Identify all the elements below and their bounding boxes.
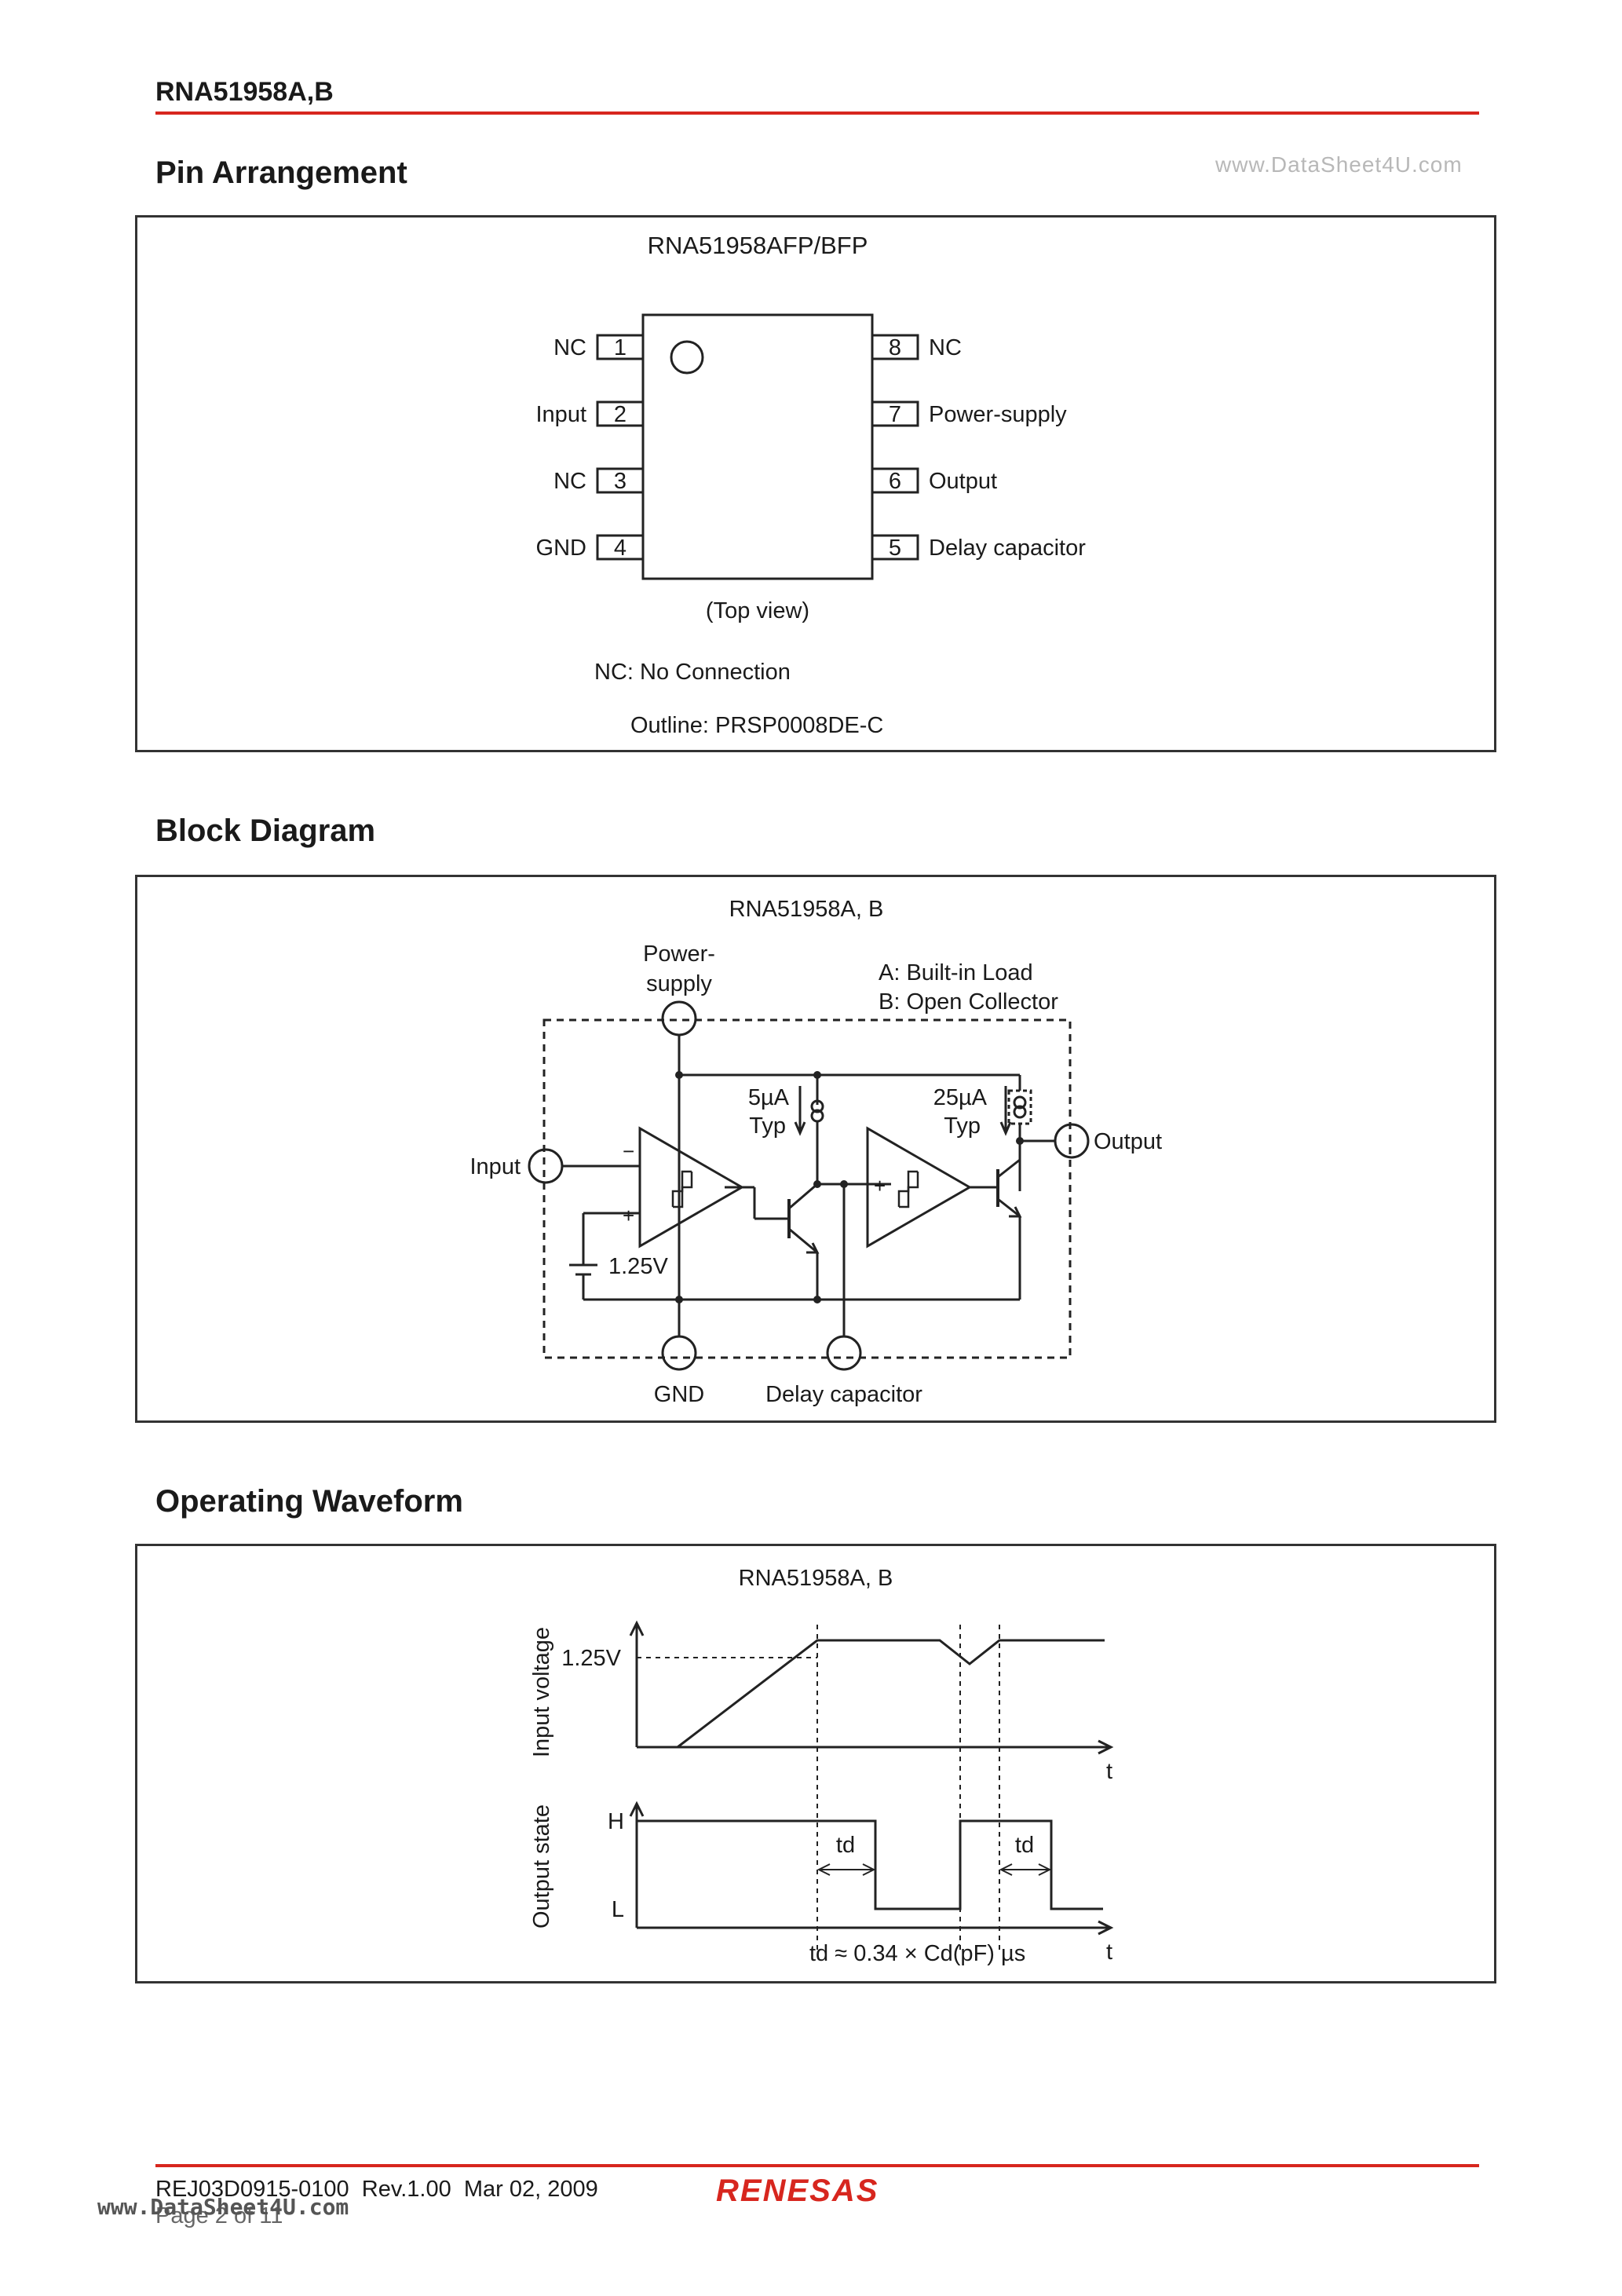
comparator-2-plus: + (874, 1174, 886, 1197)
svg-text:NC: NC (553, 335, 586, 360)
footer-watermark: www.DataSheet4U.com (97, 2194, 349, 2220)
waveform-diagram: RNA51958A, B (529, 1566, 1114, 1966)
svg-text:NC: NC (929, 335, 962, 360)
top-view-note: (Top view) (706, 598, 809, 623)
comparator-1-plus: + (623, 1204, 634, 1227)
output-time-label: t (1106, 1940, 1112, 1965)
comparator-1 (638, 1126, 745, 1249)
input-label: Input (470, 1154, 521, 1179)
nc-note: NC: No Connection (594, 660, 791, 685)
pin1-marker (670, 340, 704, 375)
block-diagram-title: RNA51958A, B (729, 897, 884, 922)
cs2-value: 25µA (933, 1085, 988, 1110)
svg-text:Delay capacitor: Delay capacitor (929, 536, 1086, 561)
delay-formula: td ≈ 0.34 × Cd(pF) µs (809, 1941, 1025, 1966)
delay-capacitor-terminal (826, 1335, 862, 1371)
svg-text:2: 2 (614, 402, 627, 427)
svg-text:3: 3 (614, 469, 627, 494)
svg-text:Power-supply: Power-supply (929, 402, 1067, 427)
waveform-title: RNA51958A, B (739, 1566, 893, 1591)
input-axis-label: Input voltage (529, 1627, 554, 1757)
high-label: H (608, 1809, 624, 1834)
input-voltage-trace (677, 1639, 1105, 1749)
gnd-terminal (661, 1335, 697, 1371)
svg-text:GND: GND (536, 536, 586, 561)
cs1-typ: Typ (749, 1113, 786, 1139)
pin-arrangement-diagram: RNA51958AFP/BFP 1 NC 2 Input 3 NC 4 GND (536, 232, 1087, 738)
cs1-value: 5µA (748, 1085, 790, 1110)
pin-4: 4 GND (536, 534, 645, 561)
svg-text:6: 6 (889, 469, 901, 494)
pin-arrangement-panel: RNA51958AFP/BFP 1 NC 2 Input 3 NC 4 GND (135, 215, 1496, 752)
input-terminal (528, 1148, 564, 1184)
svg-text:5: 5 (889, 536, 901, 561)
block-diagram-heading: Block Diagram (155, 813, 376, 848)
outline-note: Outline: PRSP0008DE-C (630, 713, 883, 738)
pin-7: 7 Power-supply (871, 400, 1067, 427)
svg-text:1: 1 (614, 335, 627, 360)
pin-8: 8 NC (871, 334, 962, 360)
issue-date: Mar 02, 2009 (463, 2177, 598, 2202)
renesas-logo: RENESAS (716, 2174, 879, 2208)
document-code: REJ03D0915-0100 (155, 2177, 349, 2202)
power-supply-label-1: Power- (643, 941, 715, 967)
svg-text:7: 7 (889, 402, 901, 427)
td-label-2: td (1015, 1833, 1034, 1858)
output-terminal (1054, 1123, 1090, 1159)
header-rule (155, 112, 1479, 115)
output-label: Output (1094, 1129, 1162, 1154)
block-diagram-panel: RNA51958A, B Power- supply A: Built-in L… (135, 875, 1496, 1423)
svg-text:Output: Output (929, 469, 997, 494)
waveform-panel: RNA51958A, B (135, 1544, 1496, 1983)
svg-text:Input: Input (536, 402, 587, 427)
footer-document-info: REJ03D0915-0100 Rev.1.00 Mar 02, 2009 (155, 2177, 598, 2203)
svg-text:8: 8 (889, 335, 901, 360)
operating-waveform-heading: Operating Waveform (155, 1484, 463, 1519)
delay-capacitor-label: Delay capacitor (765, 1382, 922, 1407)
comparator-1-minus: − (623, 1139, 634, 1163)
document-title: RNA51958A,B (155, 77, 334, 107)
footer-rule (155, 2164, 1479, 2167)
variant-a-label: A: Built-in Load (879, 960, 1033, 985)
td-label-1: td (836, 1833, 855, 1858)
output-axis-label: Output state (529, 1804, 554, 1929)
reference-voltage-label: 1.25V (608, 1254, 668, 1279)
page-number: Page 2 of 11 (155, 2203, 283, 2228)
chip-body (641, 313, 874, 580)
watermark-text: www.DataSheet4U.com (1215, 152, 1463, 177)
pin-arrangement-heading: Pin Arrangement (155, 155, 407, 190)
input-time-label: t (1106, 1759, 1112, 1784)
gnd-label: GND (654, 1382, 704, 1407)
power-supply-terminal (661, 1000, 697, 1036)
pin-1: 1 NC (553, 334, 645, 360)
pin-2: 2 Input (536, 400, 645, 427)
revision: Rev.1.00 (361, 2177, 451, 2202)
ic-boundary (542, 1018, 1072, 1359)
package-title: RNA51958AFP/BFP (648, 232, 868, 259)
svg-text:4: 4 (614, 536, 627, 561)
variant-b-label: B: Open Collector (879, 989, 1058, 1015)
power-supply-label-2: supply (646, 971, 712, 996)
low-label: L (612, 1897, 624, 1922)
svg-text:NC: NC (553, 469, 586, 494)
block-diagram: RNA51958A, B Power- supply A: Built-in L… (470, 897, 1163, 1407)
pin-3: 3 NC (553, 467, 645, 494)
pin-5: 5 Delay capacitor (871, 534, 1086, 561)
cs2-typ: Typ (944, 1113, 981, 1139)
threshold-label: 1.25V (561, 1646, 621, 1671)
pin-6: 6 Output (871, 467, 997, 494)
comparator-2 (866, 1126, 973, 1249)
